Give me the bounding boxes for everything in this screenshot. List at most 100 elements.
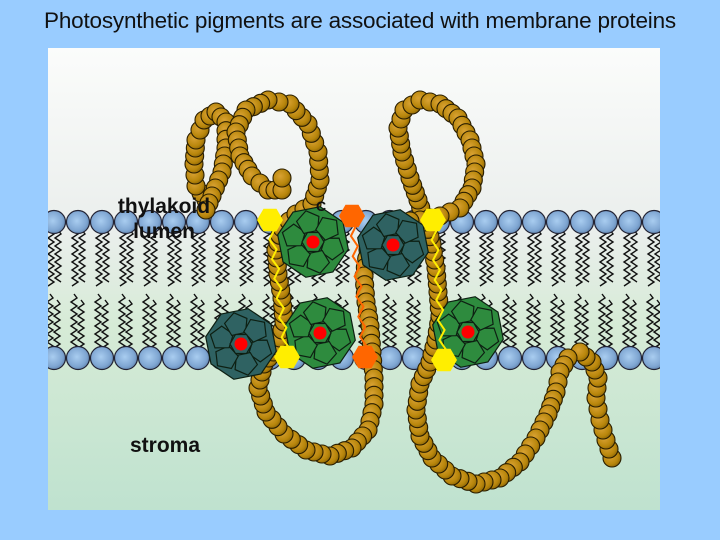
carotenoid-yellow (420, 208, 457, 372)
lipid-head (48, 209, 67, 235)
lipid-tail (94, 229, 104, 287)
thylakoid-lumen-label: thylakoid lumen (117, 195, 211, 243)
lipid-tail (454, 229, 464, 287)
membrane-protein-diagram (48, 90, 660, 494)
lipid-head (593, 209, 619, 235)
lipid-tail (645, 293, 655, 351)
lipid-tail (622, 229, 632, 287)
lipid-tail (196, 299, 206, 349)
lipid-head (473, 209, 499, 235)
carotenoid-orange (339, 204, 378, 369)
diagram-panel: thylakoid lumen stroma C N (48, 48, 660, 510)
lipid-tail (172, 299, 182, 349)
lipid-tail (190, 229, 200, 287)
polyene-chain (349, 215, 369, 358)
lipid-head (617, 345, 643, 371)
chlorophyll-a (284, 297, 356, 369)
lipid-tail (124, 299, 134, 349)
lipid-tail (197, 229, 207, 283)
lipid-head (641, 345, 660, 371)
lipid-head (497, 209, 523, 235)
lipid-tail (76, 299, 86, 349)
carotenoid-ring (431, 348, 457, 372)
lipid-head (233, 209, 259, 235)
magnesium-center (234, 337, 248, 351)
lipid-tail (245, 229, 255, 283)
lipid-tail (526, 229, 536, 287)
lipid-tail (142, 229, 152, 287)
carotenoid-ring (257, 208, 283, 232)
carotenoid-ring (352, 345, 378, 369)
lipid-tail (141, 293, 151, 351)
chlorophyll-a (277, 206, 349, 278)
lipid-tail (532, 299, 542, 349)
lipid-tail (117, 293, 127, 351)
lipid-tail (93, 293, 103, 351)
lipid-tail (118, 229, 128, 287)
lipid-tail (485, 229, 495, 283)
slide-title: Photosynthetic pigments are associated w… (44, 8, 676, 33)
lipid-tail (69, 293, 79, 351)
lipid-tail (405, 293, 415, 351)
lipid-tail (646, 229, 656, 287)
protein-bead (272, 168, 292, 188)
lipid-tail (166, 229, 176, 287)
lipid-tail (580, 299, 590, 349)
lipid-tail (629, 229, 639, 283)
lipid-tail (556, 299, 566, 349)
carotenoid-ring (339, 204, 365, 228)
carotenoid-ring (420, 208, 446, 232)
lipid-tail (52, 299, 62, 349)
lipid-tail (77, 229, 87, 283)
polyene-chain (430, 219, 448, 361)
lipid-tail (653, 229, 660, 283)
magnesium-center (386, 238, 400, 252)
magnesium-center (306, 235, 320, 249)
lipid-tail (628, 299, 638, 349)
lipid-tail (214, 229, 224, 287)
lipid-tail (598, 229, 608, 287)
magnesium-center (461, 325, 475, 339)
lipid-tail (221, 229, 231, 283)
lipid-tail (581, 229, 591, 283)
lipid-tail (149, 229, 159, 283)
magnesium-center (313, 326, 327, 340)
carotenoid-ring (274, 345, 300, 369)
polyene-chain (268, 219, 290, 358)
lipid-tail (238, 229, 248, 287)
lipid-tail (412, 299, 422, 349)
lipid-tail (550, 229, 560, 287)
lipid-tail (381, 293, 391, 351)
lipid-tail (100, 299, 110, 349)
lipid-tail (388, 299, 398, 349)
lipid-tail (165, 293, 175, 351)
lipid-head (521, 345, 547, 371)
lipid-tail (48, 293, 55, 351)
lipid-head (209, 209, 235, 235)
c-terminus-label: C (316, 198, 327, 214)
lipid-tail (604, 299, 614, 349)
lipid-head (521, 209, 547, 235)
lipid-head (185, 345, 211, 371)
lipid-head (137, 209, 163, 235)
lipid-tail (101, 229, 111, 283)
lipid-tail (605, 229, 615, 283)
lipid-tail (189, 293, 199, 351)
lipid-head (89, 209, 115, 235)
lipid-tail (478, 229, 488, 287)
lipid-head (569, 209, 595, 235)
lipid-tail (461, 229, 471, 283)
lipid-head (48, 345, 67, 371)
lipid-head (641, 209, 660, 235)
lipid-head (161, 345, 187, 371)
lipid-head (65, 209, 91, 235)
lipid-tail (148, 299, 158, 349)
lipid-head (113, 345, 139, 371)
lipid-head (65, 345, 91, 371)
lipid-tail (549, 293, 559, 351)
lipid-tail (173, 229, 183, 283)
carotenoid-yellow (257, 208, 300, 369)
lipid-tail (574, 229, 584, 287)
pigment-molecules (205, 204, 504, 380)
lipid-tail (652, 299, 660, 349)
